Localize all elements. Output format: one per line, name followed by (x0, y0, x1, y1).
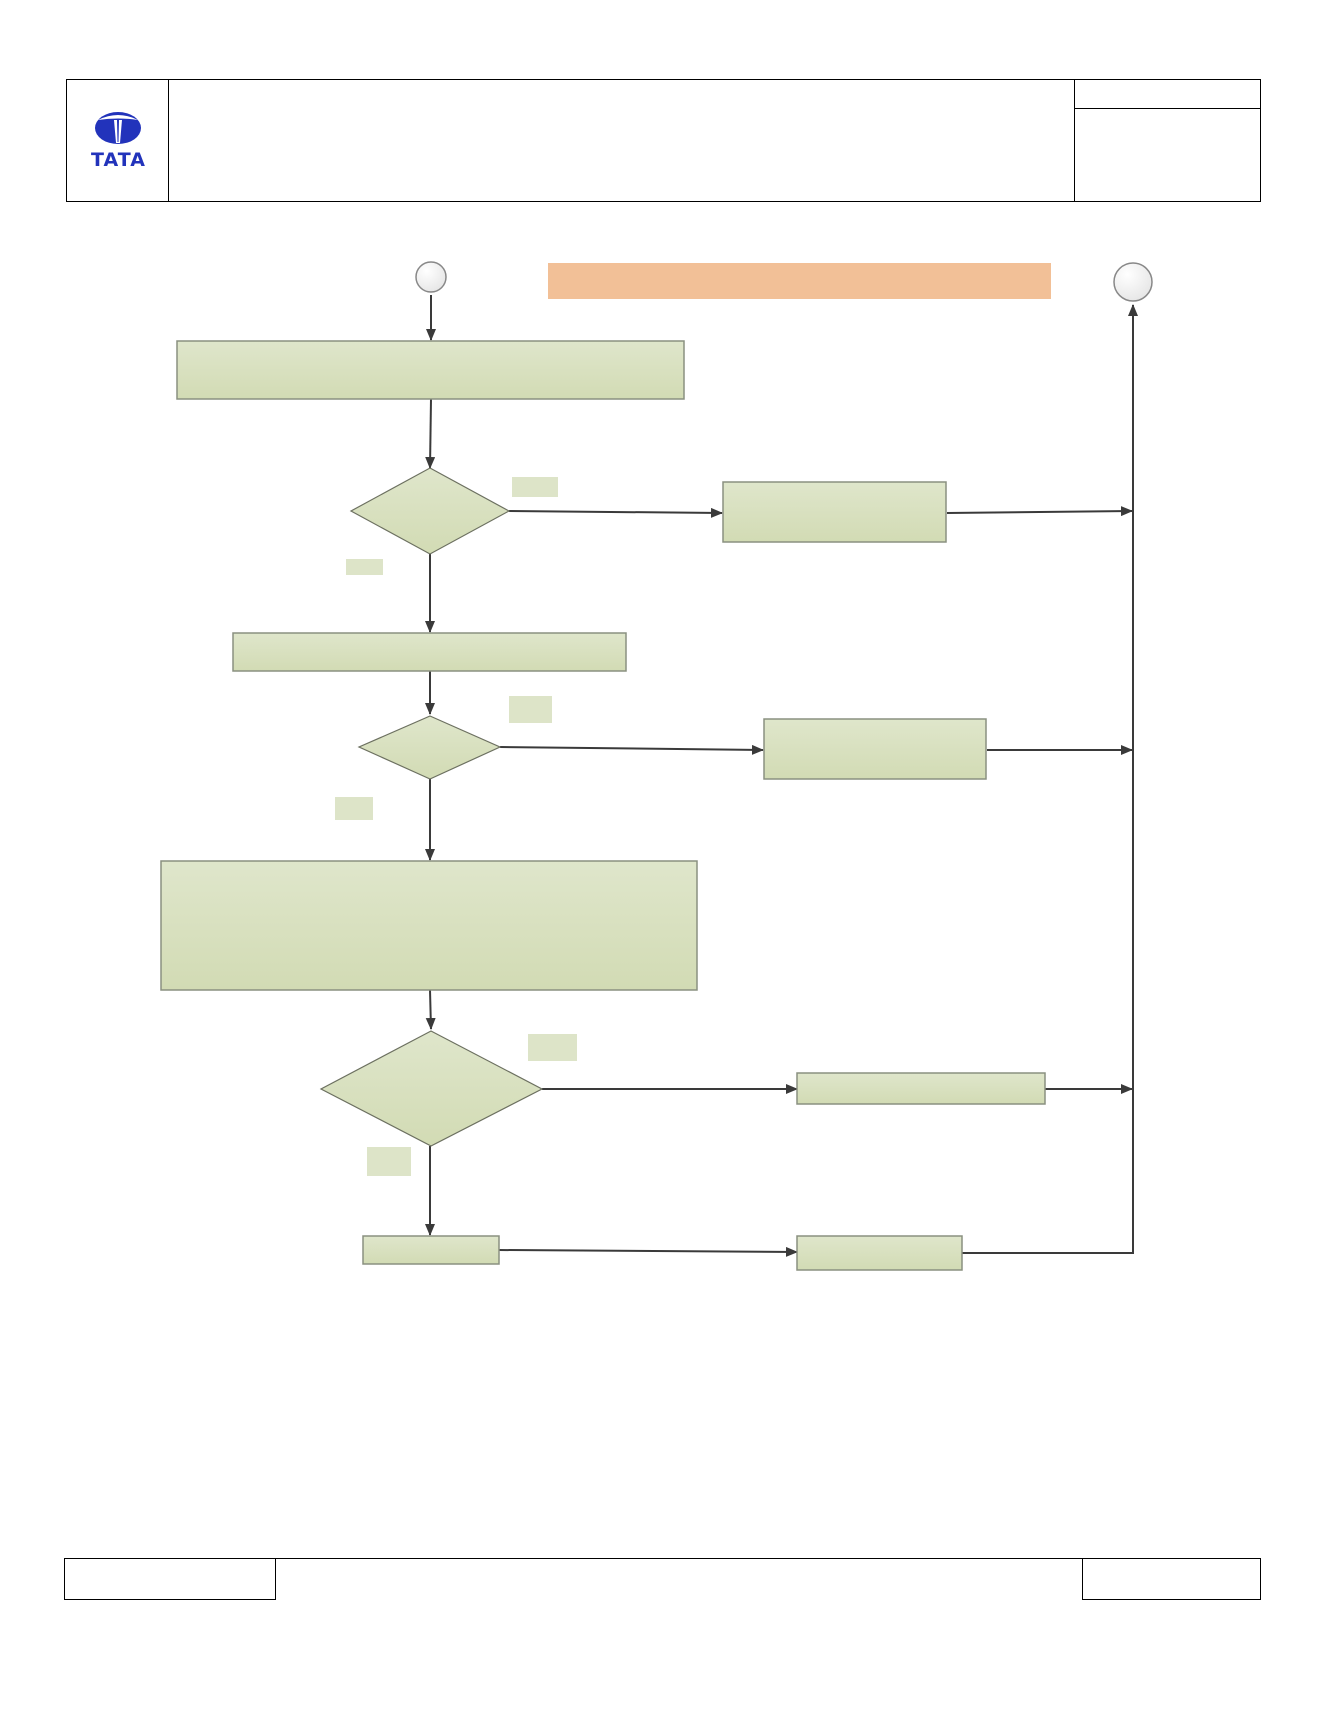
section-banner (548, 263, 1051, 299)
decision-2 (357, 715, 502, 780)
decision-3-right-tag (528, 1034, 577, 1061)
process-boxes (160, 340, 1046, 1271)
tata-logo-icon (95, 112, 141, 144)
process-step-1 (176, 340, 685, 400)
decision-1-right-tag (512, 477, 558, 497)
process-step-4 (362, 1235, 500, 1265)
logo-cell: TATA (67, 80, 169, 201)
edge-result1-to-end (946, 506, 1133, 517)
decision-2-down-tag (335, 797, 373, 820)
edge-step1-to-decision1 (425, 398, 436, 469)
edge-result4-to-end (962, 304, 1138, 1254)
decision-2-right-tag (509, 696, 552, 723)
footer-right-cell (1082, 1558, 1261, 1600)
process-result-2 (763, 718, 987, 780)
edge-decision1-to-result1 (508, 507, 723, 518)
start-connector (415, 261, 447, 293)
footer-left-cell (64, 1558, 276, 1600)
flow-edges (425, 295, 1138, 1257)
process-result-4 (796, 1235, 963, 1271)
decision-3-down-tag (367, 1147, 411, 1176)
edge-decision2-to-result2 (499, 744, 764, 755)
footer-rule (275, 1558, 1083, 1559)
decision-1-down-tag (346, 559, 383, 575)
decision-3 (319, 1030, 544, 1147)
edge-tags (335, 477, 577, 1176)
document-code-cell (1075, 80, 1260, 109)
header-frame: TATA (66, 79, 1261, 202)
process-step-3 (160, 860, 698, 991)
process-step-2 (232, 632, 627, 672)
edge-step4-to-result4 (498, 1246, 798, 1257)
process-result-1 (722, 481, 947, 543)
process-result-3 (796, 1072, 1046, 1105)
document-title-cell (168, 80, 1075, 201)
decision-1 (349, 467, 511, 555)
end-connector (1113, 262, 1153, 302)
decision-shapes (319, 467, 544, 1147)
logo-wordmark: TATA (91, 149, 146, 171)
edge-step3-to-decision3 (425, 989, 436, 1030)
